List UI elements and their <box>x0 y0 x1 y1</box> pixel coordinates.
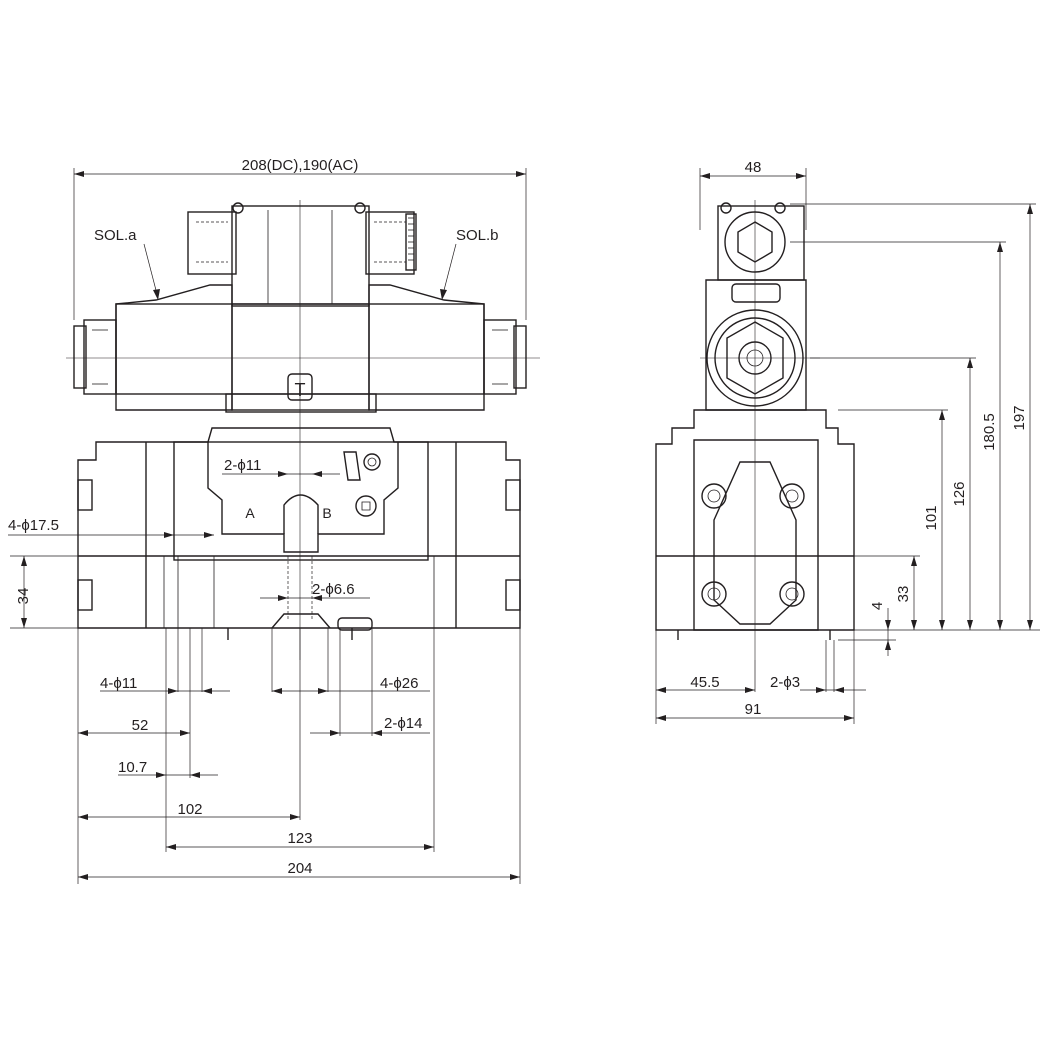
solenoid-body <box>73 284 527 413</box>
dim-4-dia-17-5: 4-ϕ17.5 <box>8 517 59 534</box>
dim-side-197: 197 <box>1011 405 1028 430</box>
dim-side-2-dia-3: 2-ϕ3 <box>770 674 800 691</box>
dim-side-126: 126 <box>951 481 968 506</box>
dim-len-52: 52 <box>132 717 149 734</box>
dim-2-dia-14: 2-ϕ14 <box>384 715 422 732</box>
front-dimensions: 208(DC),190(AC) 2-ϕ11 4-ϕ17.5 2-ϕ6.6 34 … <box>8 157 527 884</box>
dim-4-dia-11: 4-ϕ11 <box>100 675 137 692</box>
dim-len-102: 102 <box>177 801 202 818</box>
dim-len-10-7: 10.7 <box>118 759 147 776</box>
dim-2-dia-6-6: 2-ϕ6.6 <box>312 581 355 598</box>
side-dimensions: 48 45.5 2-ϕ3 91 4 33 <box>655 159 1040 724</box>
dim-side-48: 48 <box>745 159 762 176</box>
dim-overall-width: 208(DC),190(AC) <box>242 157 359 174</box>
dim-side-45-5: 45.5 <box>690 674 719 691</box>
sol-a-label: SOL.a <box>94 227 137 244</box>
sol-a-callout: SOL.a <box>94 227 160 300</box>
dim-4-dia-26: 4-ϕ26 <box>380 675 418 692</box>
dim-side-101: 101 <box>923 505 940 530</box>
dim-len-123: 123 <box>287 830 312 847</box>
sol-b-label: SOL.b <box>456 227 499 244</box>
dim-len-204: 204 <box>287 860 312 877</box>
port-a-label: A <box>245 505 255 521</box>
dim-side-91: 91 <box>745 701 762 718</box>
side-view <box>655 200 855 660</box>
dim-height-34: 34 <box>15 588 32 605</box>
port-b-label: B <box>322 505 331 521</box>
front-view: T <box>66 200 540 660</box>
main-valve-body <box>77 427 521 640</box>
terminal-box <box>187 202 417 307</box>
dim-side-4: 4 <box>869 602 886 610</box>
dim-side-180-5: 180.5 <box>981 413 998 451</box>
sol-b-callout: SOL.b <box>440 227 499 300</box>
dim-side-33: 33 <box>895 586 912 603</box>
dim-2-dia-11: 2-ϕ11 <box>224 457 261 474</box>
